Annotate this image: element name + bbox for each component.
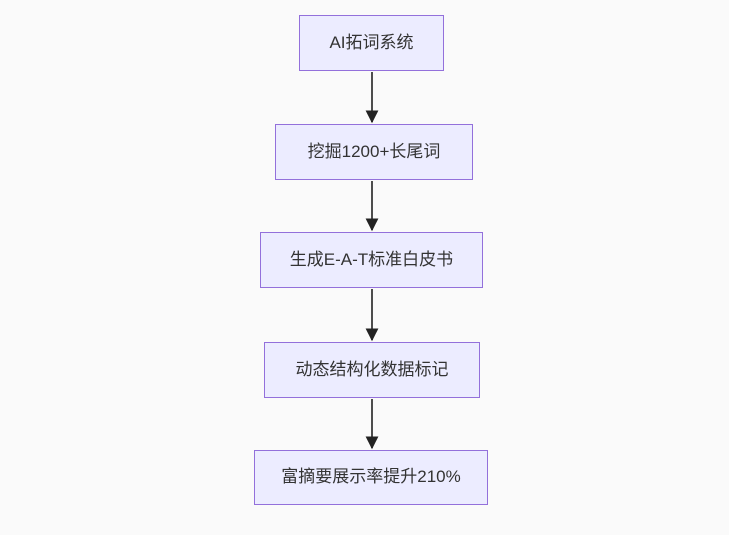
flow-node-mine-longtail-keywords: 挖掘1200+长尾词 xyxy=(275,124,473,180)
flow-node-label: AI拓词系统 xyxy=(329,32,414,52)
flow-node-label: 生成E-A-T标准白皮书 xyxy=(289,249,454,269)
flow-node-label: 富摘要展示率提升210% xyxy=(281,467,461,487)
flow-node-label: 挖掘1200+长尾词 xyxy=(307,141,441,161)
flow-node-rich-snippet-rate-increase: 富摘要展示率提升210% xyxy=(254,450,488,505)
flow-node-label: 动态结构化数据标记 xyxy=(295,359,449,379)
flow-node-generate-eat-whitepaper: 生成E-A-T标准白皮书 xyxy=(260,232,483,288)
flow-node-ai-word-expansion-system: AI拓词系统 xyxy=(299,15,444,71)
flow-node-dynamic-structured-data-markup: 动态结构化数据标记 xyxy=(264,342,480,398)
